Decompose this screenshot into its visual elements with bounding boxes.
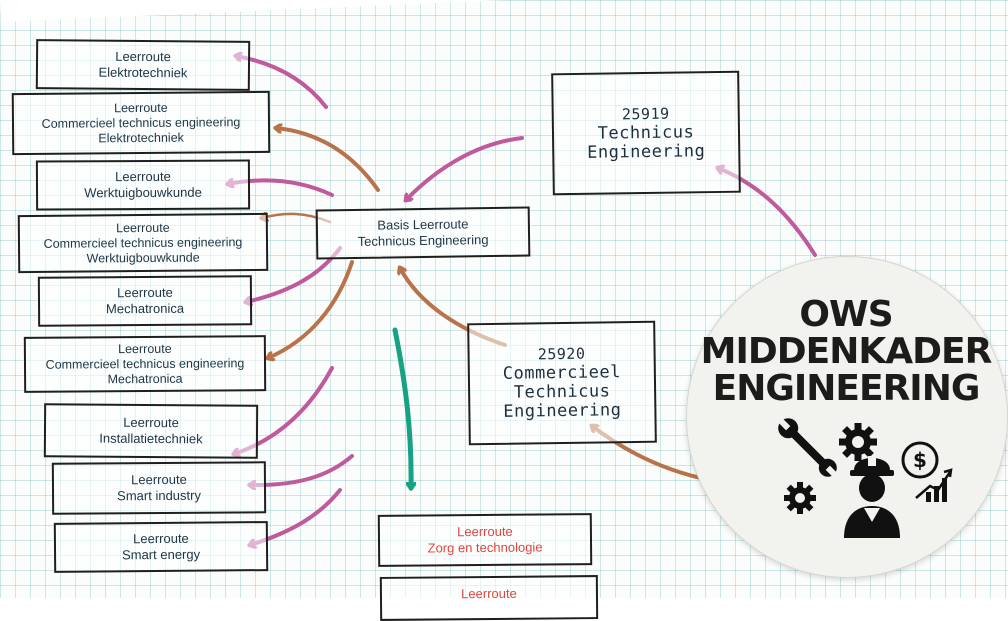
box-label: Smart energy	[121, 546, 201, 563]
arrow-to-commercieel-mechatronica	[268, 260, 354, 358]
leerroute-box-commercieel-mechatronica: Leerroute Commercieel technicus engineer…	[23, 335, 267, 393]
basis-leerroute-box: Basis Leerroute Technicus Engineering	[315, 206, 531, 260]
ows-title-line: OWS	[799, 294, 893, 335]
box-label: Werktuigbouwkunde	[86, 250, 200, 265]
box-label: Leerroute	[118, 341, 172, 356]
qualification-name: Engineering	[587, 140, 706, 163]
box-label: Leerroute	[133, 530, 189, 547]
box-label: Leerroute	[114, 100, 168, 115]
box-label: Installatietechniek	[99, 430, 203, 447]
leerroute-box-smart-industry: Leerroute Smart industry	[51, 461, 267, 515]
box-label: Mechatronica	[107, 371, 183, 386]
gear-icon	[839, 423, 877, 461]
box-label: Leerroute	[115, 48, 171, 65]
qualification-box-25920: 25920 Commercieel Technicus Engineering	[467, 320, 657, 446]
box-label: Commercieel technicus engineering	[41, 114, 241, 131]
box-label: Werktuigbouwkunde	[84, 184, 202, 201]
box-label: Leerroute	[117, 284, 173, 301]
box-label: Smart industry	[117, 487, 202, 504]
arrow-to-commercieel-elektrotechniek	[276, 128, 380, 192]
engineer-helmet-icon	[844, 456, 900, 538]
leerroute-box-commercieel-werktuigbouwkunde: Leerroute Commercieel technicus engineer…	[17, 212, 269, 274]
box-label: Leerroute	[461, 585, 517, 602]
box-label: Technicus Engineering	[357, 232, 489, 249]
ows-title: OWS MIDDENKADER ENGINEERING	[686, 296, 1006, 407]
qualification-name: Technicus	[597, 121, 695, 144]
box-label: Commercieel technicus engineering	[43, 234, 243, 251]
money-growth-icon: $	[901, 441, 953, 502]
qualification-box-25919: 25919 Technicus Engineering	[551, 70, 741, 196]
ows-title-line: MIDDENKADER	[700, 331, 993, 372]
box-label: Leerroute	[457, 523, 513, 540]
qualification-code: 25920	[537, 344, 586, 364]
gear-icon	[784, 482, 816, 514]
leerroute-box-mechatronica: Leerroute Mechatronica	[37, 275, 253, 327]
qualification-name: Engineering	[503, 400, 622, 422]
leerroute-box-installatietechniek: Leerroute Installatietechniek	[43, 403, 259, 459]
leerroute-box-elektrotechniek: Leerroute Elektrotechniek	[35, 39, 251, 91]
box-label: Elektrotechniek	[98, 64, 188, 81]
arrow-to-zorg	[392, 327, 411, 488]
box-label: Leerroute	[123, 414, 179, 431]
leerroute-box-partial: Leerroute	[379, 575, 599, 621]
svg-text:$: $	[913, 448, 927, 472]
wrench-icon	[776, 418, 839, 479]
leerroute-box-smart-energy: Leerroute Smart energy	[53, 521, 269, 573]
leerroute-box-werktuigbouwkunde: Leerroute Werktuigbouwkunde	[35, 159, 251, 211]
engineering-icons: $	[776, 418, 953, 538]
box-label: Leerroute	[131, 471, 187, 488]
ows-title-line: ENGINEERING	[712, 368, 981, 409]
box-label: Leerroute	[116, 220, 170, 235]
leerroute-box-commercieel-elektrotechniek: Leerroute Commercieel technicus engineer…	[11, 90, 271, 156]
box-label: Basis Leerroute	[377, 216, 469, 233]
arrow-25919-to-basis	[406, 136, 524, 200]
box-label: Commercieel technicus engineering	[45, 355, 245, 372]
box-label: Leerroute	[115, 168, 171, 185]
leerroute-box-zorg-en-technologie: Leerroute Zorg en technologie	[377, 513, 593, 567]
box-label: Zorg en technologie	[427, 539, 543, 556]
qualification-code: 25919	[621, 104, 670, 123]
box-label: Mechatronica	[105, 300, 185, 317]
box-label: Elektrotechniek	[98, 130, 184, 145]
